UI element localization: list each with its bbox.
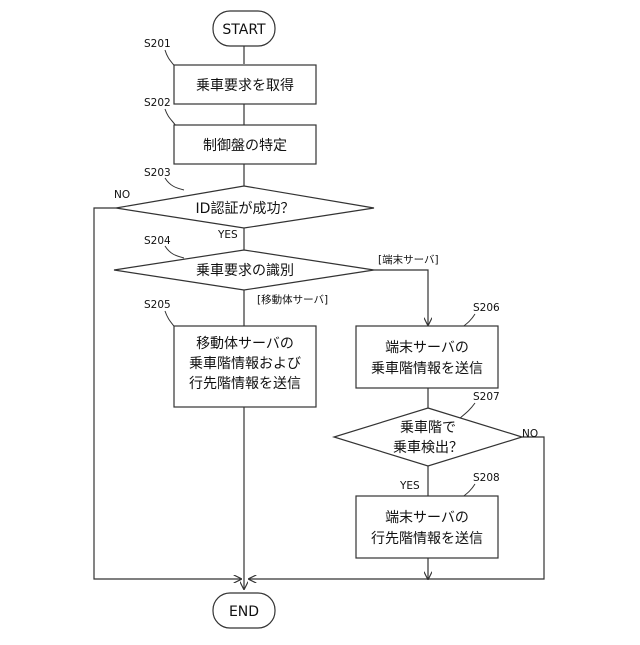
connector-s204-s206 xyxy=(374,270,428,325)
s206-text-line-1: 端末サーバの xyxy=(385,340,469,356)
s205-text-line-1: 移動体サーバの xyxy=(196,336,294,352)
s206-text-line-2: 乗車階情報を送信 xyxy=(371,360,483,377)
s205-step-id: S205 xyxy=(144,299,171,311)
s206-step-id: S206 xyxy=(473,302,500,314)
s208-process-box xyxy=(356,496,498,558)
end-label: END xyxy=(229,604,259,620)
s204-step-id: S204 xyxy=(144,235,171,247)
s201-step-id: S201 xyxy=(144,38,171,50)
s205-text-line-3: 行先階情報を送信 xyxy=(189,376,301,392)
s203-step-id: S203 xyxy=(144,167,171,179)
s203-text: ID認証が成功？ xyxy=(196,201,295,217)
s204-mobile-label: [移動体サーバ] xyxy=(257,293,328,306)
s208-text-line-1: 端末サーバの xyxy=(385,510,469,526)
s204-terminal-label: [端末サーバ] xyxy=(378,253,439,266)
s207-step-id: S207 xyxy=(473,391,500,403)
s201-text: 乗車要求を取得 xyxy=(196,77,294,94)
s202-step-id: S202 xyxy=(144,97,171,109)
s203-yes-label: YES xyxy=(217,229,238,241)
s207-yes-label: YES xyxy=(399,480,420,492)
s208-text-line-2: 行先階情報を送信 xyxy=(371,531,483,547)
s207-text-line-2: 乗車検出？ xyxy=(393,439,463,456)
s208-step-id: S208 xyxy=(473,472,500,484)
s205-text-line-2: 乗車階情報および xyxy=(189,355,301,372)
s206-process-box xyxy=(356,326,498,388)
s203-no-label: NO xyxy=(114,189,130,201)
s207-leader xyxy=(460,403,475,418)
s202-text: 制御盤の特定 xyxy=(203,138,287,154)
s202-leader xyxy=(165,109,176,126)
start-label: START xyxy=(222,22,266,38)
s207-text-line-1: 乗車階で xyxy=(400,419,456,436)
s207-decision xyxy=(334,408,522,466)
s207-no-label: NO xyxy=(522,428,538,440)
s203-leader xyxy=(165,178,184,190)
s204-leader xyxy=(165,246,184,258)
s204-text: 乗車要求の識別 xyxy=(196,262,294,279)
